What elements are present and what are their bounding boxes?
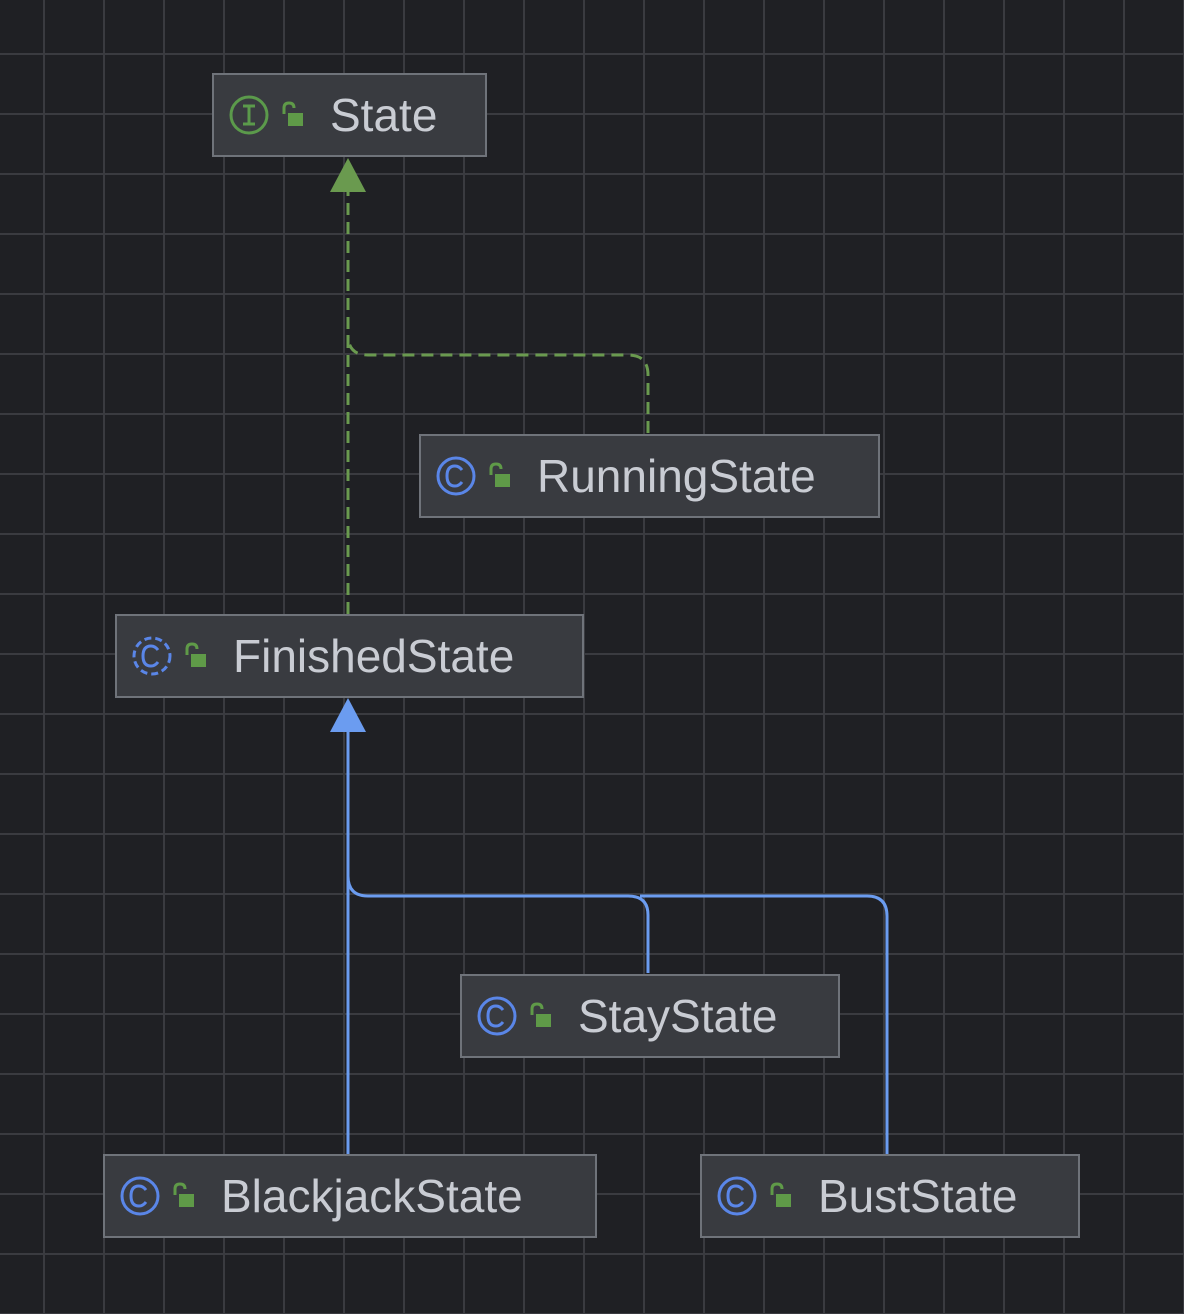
public-lock-icon [282, 101, 303, 126]
edge-runningstate-to-state[interactable] [346, 334, 650, 433]
class-icon [477, 996, 517, 1036]
public-lock-icon [770, 1182, 791, 1207]
node-blackjackstate[interactable]: BlackjackState [103, 1154, 597, 1238]
public-lock-icon [530, 1002, 551, 1027]
public-lock-icon [185, 642, 206, 667]
node-finishedstate[interactable]: FinishedState [115, 614, 584, 698]
node-title: State [330, 89, 438, 141]
edge-buststate-to-finishedstate[interactable] [640, 894, 889, 1154]
edge-staystate-to-finishedstate[interactable] [346, 875, 650, 973]
node-runningstate[interactable]: RunningState [419, 434, 880, 518]
node-buststate[interactable]: BustState [700, 1154, 1080, 1238]
node-title: FinishedState [233, 630, 515, 682]
public-lock-icon [489, 462, 510, 487]
class-icon [120, 1176, 160, 1216]
realization-arrowhead [330, 158, 366, 192]
class-icon [436, 456, 476, 496]
class-icon [717, 1176, 757, 1216]
generalization-arrowhead [330, 698, 366, 732]
node-title: RunningState [537, 450, 816, 502]
node-title: StayState [578, 990, 778, 1042]
interface-icon [229, 95, 269, 135]
public-lock-icon [173, 1182, 194, 1207]
node-state[interactable]: State [212, 73, 487, 157]
node-title: BustState [818, 1170, 1018, 1222]
node-title: BlackjackState [221, 1170, 523, 1222]
abstract-class-icon [132, 636, 172, 676]
node-staystate[interactable]: StayState [460, 974, 840, 1058]
